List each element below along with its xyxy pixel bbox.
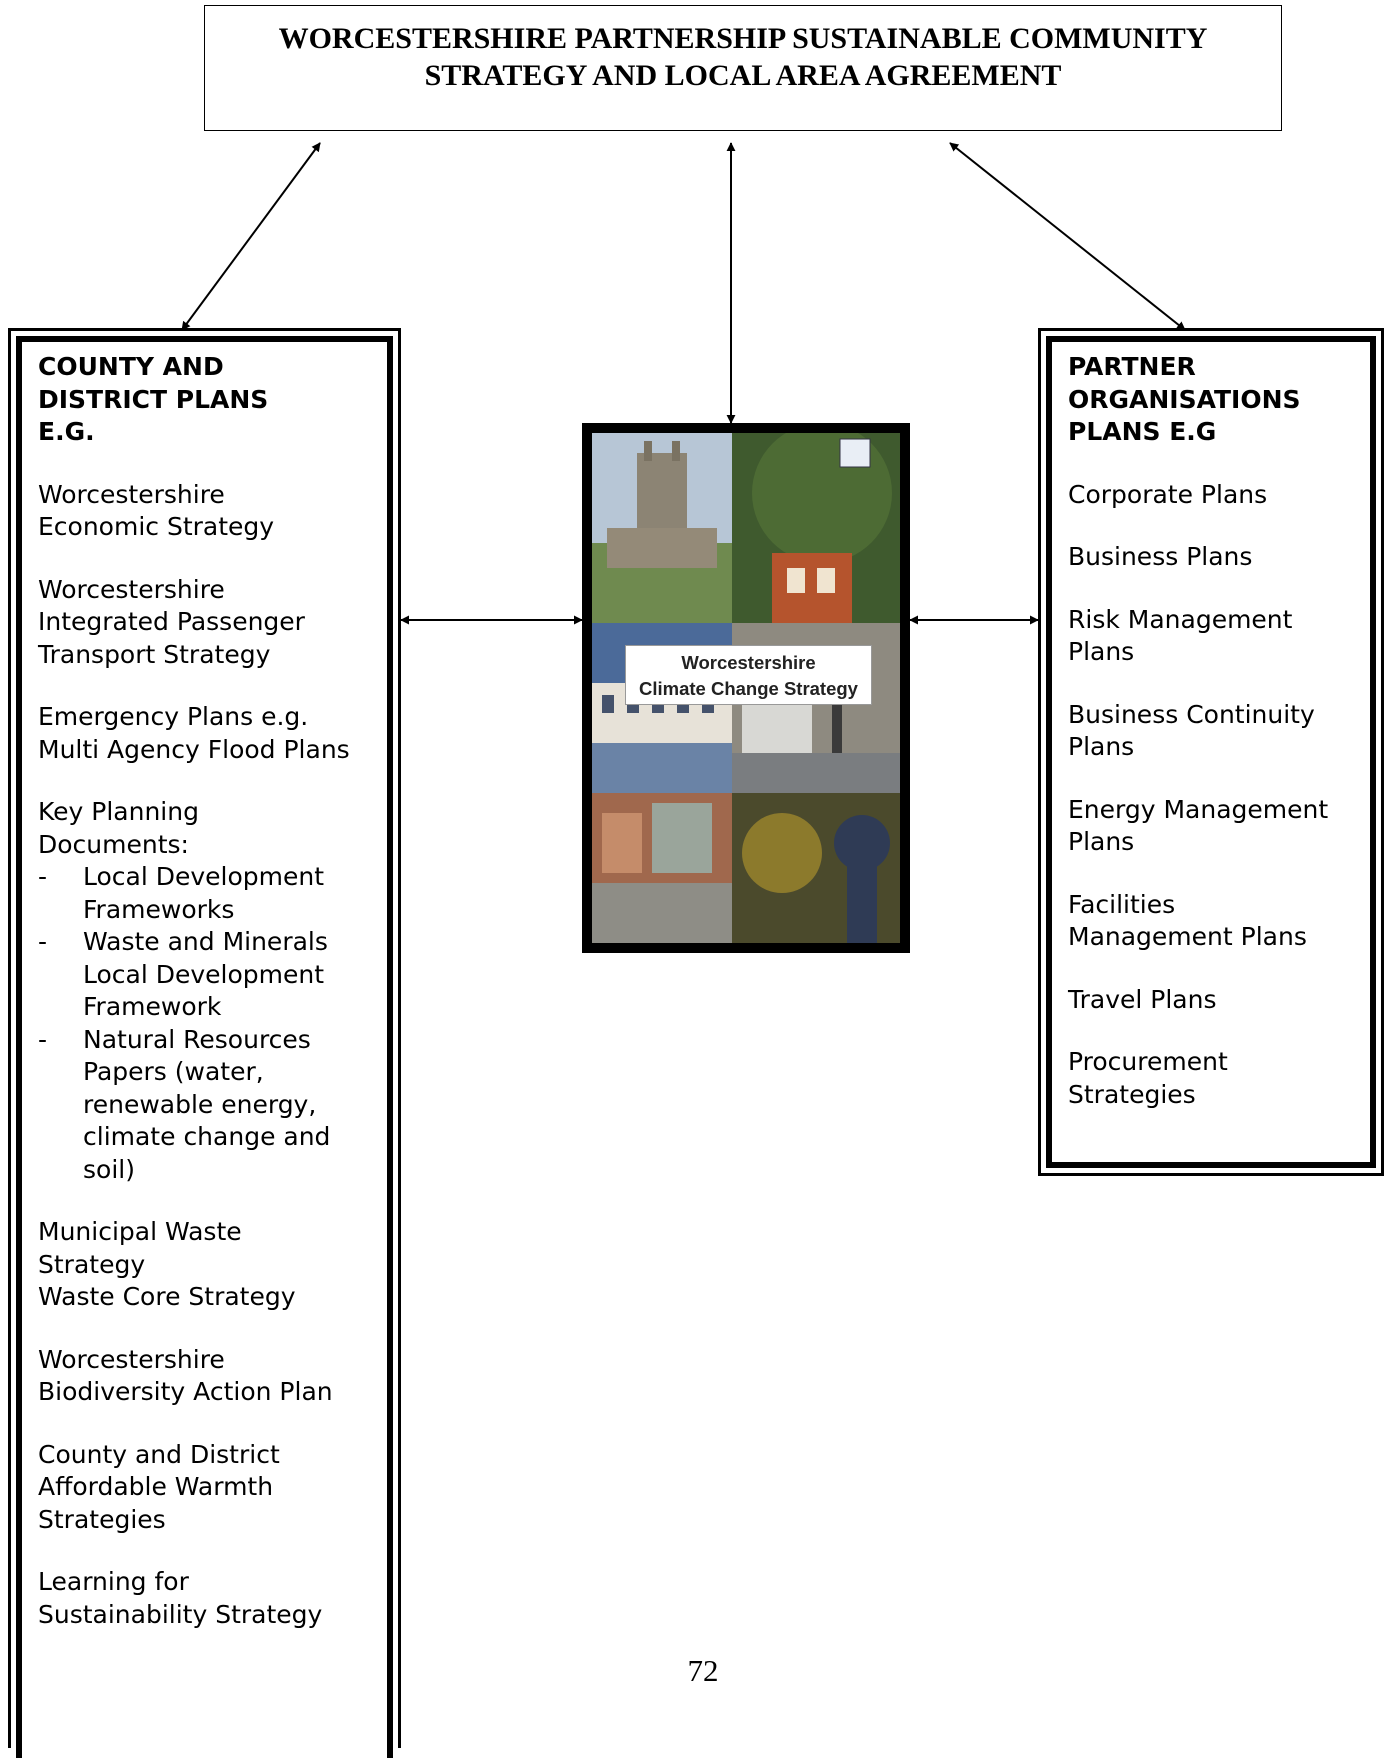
top-title-line-1: WORCESTERSHIRE PARTNERSHIP SUSTAINABLE C…	[278, 22, 1208, 55]
list-item: Corporate Plans	[1068, 479, 1268, 509]
key-planning-documents: Key Planning Documents: - Local Developm…	[38, 796, 350, 1186]
climate-strategy-cover-image: Worcestershire Climate Change Strategy	[582, 423, 910, 953]
list-item: Learning for Sustainability Strategy	[38, 1567, 323, 1629]
list-item: Business Plans	[1068, 542, 1253, 571]
list-item: Facilities Management Plans	[1068, 889, 1307, 952]
county-district-plans-box: COUNTY AND DISTRICT PLANS E.G. Worcester…	[8, 328, 401, 1758]
arrow-top-to-left	[181, 142, 321, 331]
arrow-top-to-right	[949, 142, 1186, 331]
bullet-item: - Local Development Frameworks	[38, 862, 325, 924]
partner-organisations-plans-box: PARTNER ORGANISATIONS PLANS E.G Corporat…	[1038, 328, 1384, 1176]
top-title-line-2: STRATEGY AND LOCAL AREA AGREEMENT	[424, 59, 1062, 92]
list-item: County and District Affordable Warmth St…	[38, 1439, 280, 1534]
left-heading: COUNTY AND DISTRICT PLANS E.G.	[38, 352, 269, 446]
list-item: Business Continuity Plans	[1068, 699, 1315, 762]
list-item: Municipal Waste Strategy Waste Core Stra…	[38, 1217, 296, 1311]
top-strategy-box: WORCESTERSHIRE PARTNERSHIP SUSTAINABLE C…	[204, 5, 1282, 131]
list-item: Risk Management Plans	[1068, 604, 1293, 667]
list-item: Worcestershire Integrated Passenger Tran…	[38, 574, 305, 669]
list-item: Procurement Strategies	[1068, 1047, 1228, 1109]
right-heading: PARTNER ORGANISATIONS PLANS E.G	[1068, 352, 1301, 446]
bullet-item: - Natural Resources Papers (water, renew…	[38, 1024, 331, 1184]
list-item: Worcestershire Biodiversity Action Plan	[38, 1344, 333, 1407]
cover-title: Worcestershire Climate Change Strategy	[625, 645, 872, 705]
page-number: 72	[687, 1653, 719, 1688]
list-item: Emergency Plans e.g. Multi Agency Flood …	[38, 702, 350, 764]
list-item: Worcestershire Economic Strategy	[38, 479, 275, 542]
list-item: Travel Plans	[1068, 984, 1217, 1014]
list-item: Energy Management Plans	[1068, 794, 1329, 857]
bullet-item: - Waste and Minerals Local Development F…	[38, 927, 328, 1021]
